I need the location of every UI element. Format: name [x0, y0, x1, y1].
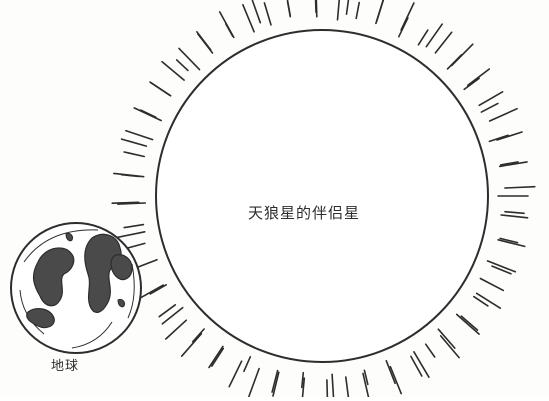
- star-ray: [486, 260, 517, 273]
- star-ray: [133, 107, 162, 122]
- star-ray: [125, 242, 146, 250]
- star-ray: [500, 214, 529, 219]
- star-ray: [397, 17, 409, 38]
- star-ray: [472, 295, 489, 307]
- star-ray: [478, 91, 504, 107]
- star-ray: [123, 151, 145, 158]
- star-ray: [211, 347, 225, 367]
- sirius-b-white-dwarf-icon: [155, 29, 489, 363]
- star-ray: [424, 343, 436, 358]
- earth-label: 地球: [51, 359, 80, 374]
- star-ray: [475, 292, 502, 310]
- star-ray: [389, 365, 403, 395]
- star-ray: [499, 161, 519, 166]
- star-ray: [466, 68, 491, 87]
- star-ray: [251, 0, 262, 24]
- star-ray: [434, 31, 453, 54]
- star-ray: [286, 1, 292, 18]
- star-ray: [225, 22, 234, 38]
- star-ray: [504, 185, 536, 189]
- star-rays: [111, 0, 536, 401]
- star-ray: [111, 201, 140, 204]
- island: [117, 299, 125, 308]
- star-ray: [208, 345, 224, 369]
- star-ray: [363, 369, 369, 386]
- star-ray: [355, 1, 361, 20]
- earth-globe-icon: [10, 222, 142, 354]
- continent-europe-africa: [84, 233, 122, 313]
- star-ray: [460, 315, 479, 331]
- star-ray: [344, 376, 350, 401]
- star-ray: [498, 161, 528, 168]
- star-ray: [301, 377, 306, 401]
- star-ray: [165, 319, 188, 340]
- star-ray: [504, 210, 525, 215]
- star-ray: [331, 373, 335, 399]
- star-ray: [425, 23, 444, 48]
- star-ray: [300, 371, 305, 389]
- star-ray: [410, 355, 423, 377]
- star-ray: [488, 134, 509, 143]
- star-ray: [136, 284, 164, 301]
- star-ray: [400, 2, 415, 31]
- star-ray: [439, 335, 460, 359]
- star-ray: [228, 360, 243, 388]
- star-ray: [271, 369, 279, 393]
- star-ray: [488, 107, 518, 122]
- star-ray: [314, 0, 317, 13]
- star-ray: [263, 2, 272, 26]
- star-ray: [345, 0, 350, 15]
- star-ray: [180, 332, 203, 358]
- star-ray: [326, 379, 329, 401]
- star-ray: [375, 0, 385, 22]
- star-ray: [178, 47, 201, 71]
- star-ray: [248, 367, 260, 398]
- star-ray: [480, 102, 499, 113]
- star-ray: [197, 33, 214, 54]
- star-ray: [455, 313, 480, 335]
- star-ray: [117, 202, 147, 205]
- star-ray: [161, 306, 184, 325]
- star-ray: [161, 60, 185, 81]
- star-ray: [149, 81, 172, 97]
- sirius-b-label: 天狼星的伴侣星: [248, 204, 361, 222]
- star-ray: [175, 59, 189, 72]
- star-ray: [491, 265, 512, 275]
- star-ray: [243, 355, 252, 373]
- island: [65, 233, 73, 242]
- star-ray: [450, 43, 474, 67]
- star-ray: [437, 328, 456, 349]
- continent-asia: [110, 254, 133, 281]
- star-ray: [497, 239, 526, 248]
- star-ray: [114, 231, 146, 239]
- star-ray: [479, 277, 505, 292]
- star-ray: [125, 129, 154, 141]
- star-ray: [463, 77, 480, 91]
- star-ray: [272, 371, 280, 397]
- star-ray: [120, 138, 148, 147]
- star-ray: [149, 283, 167, 295]
- star-ray: [158, 303, 177, 318]
- star-ray: [385, 359, 396, 385]
- continent-americas: [32, 247, 75, 307]
- star-ray: [496, 131, 523, 141]
- star-ray: [499, 237, 519, 244]
- star-ray: [417, 29, 429, 46]
- star-ray: [242, 4, 255, 33]
- star-ray: [191, 328, 205, 343]
- star-ray: [123, 223, 145, 229]
- star-ray: [336, 0, 341, 21]
- star-ray: [413, 350, 430, 379]
- continent-antarctica: [26, 308, 55, 329]
- star-ray: [113, 172, 145, 178]
